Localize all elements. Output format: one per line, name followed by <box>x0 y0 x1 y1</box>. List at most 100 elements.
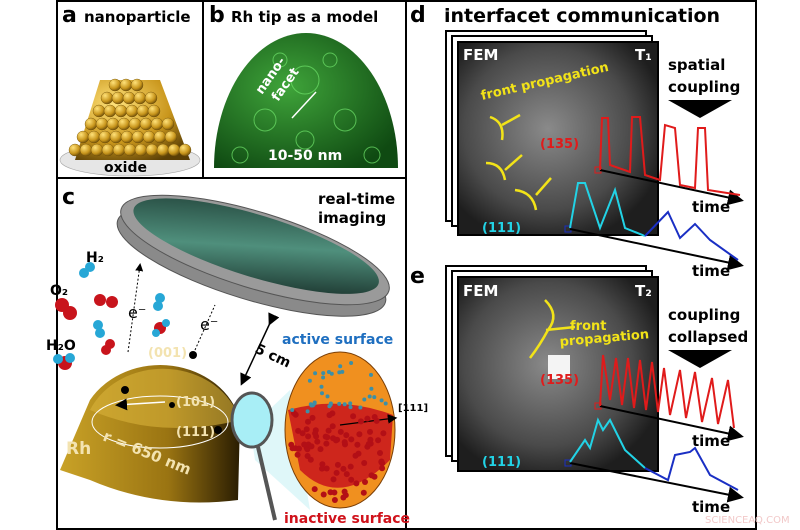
time-axis-135 <box>599 405 744 442</box>
panel-borders <box>56 0 757 530</box>
oxygen-adsorbate <box>323 465 330 472</box>
size-arrow <box>291 91 317 119</box>
time-t2-label: T₂ <box>635 282 652 300</box>
atom <box>84 117 98 131</box>
time-axis-111 <box>569 228 744 271</box>
trace-135 <box>599 354 735 429</box>
atom <box>144 91 158 105</box>
front-arrows <box>485 113 552 211</box>
hydrogen-adsorbate <box>362 397 367 402</box>
trace-111-front <box>569 417 646 469</box>
coupling-label-1: coupling <box>668 306 740 324</box>
hydrogen-adsorbate <box>321 371 326 376</box>
hydrogen-adsorbate <box>379 398 384 403</box>
oxygen-adsorbate <box>309 414 316 421</box>
atom <box>76 130 90 144</box>
hydrogen-adsorbate <box>340 369 345 374</box>
time-axis-label-2: time <box>692 498 730 516</box>
atom <box>133 91 147 105</box>
atom <box>136 104 150 118</box>
hydrogen-adsorbate <box>337 370 342 375</box>
time-axis-label-1: time <box>692 198 730 216</box>
h2-molecule <box>79 262 95 278</box>
hydrogen-adsorbate <box>337 401 342 406</box>
distance-arrow <box>240 312 280 386</box>
oxygen-adsorbate <box>303 426 310 433</box>
hydrogen-adsorbate <box>307 378 312 383</box>
facet-135-label: (135) <box>540 137 579 152</box>
oxygen-adsorbate <box>347 463 354 470</box>
oxygen-adsorbate <box>354 441 361 448</box>
oxide-label: oxide <box>104 160 147 176</box>
hydrogen-adsorbate <box>369 372 373 377</box>
atom <box>101 143 115 157</box>
oxygen-adsorbate <box>330 435 337 442</box>
oxygen-adsorbate <box>340 465 347 472</box>
oxygen-adsorbate <box>325 427 332 434</box>
oxygen-adsorbate <box>308 443 315 450</box>
oxygen-adsorbate <box>353 480 360 487</box>
atom <box>153 130 167 144</box>
hydrogen-adsorbate <box>321 375 326 380</box>
imaging-label-2: imaging <box>318 209 386 227</box>
atom <box>122 91 136 105</box>
atom <box>92 104 106 118</box>
electron-path-2 <box>194 304 216 351</box>
o2-label: O₂ <box>50 283 68 299</box>
atom <box>68 143 82 157</box>
facet-101-label: (101) <box>176 395 215 410</box>
fem-image-stack <box>445 30 659 236</box>
hydrogen-adsorbate <box>367 394 372 399</box>
trace-111-front <box>569 182 646 237</box>
panel-e-letter: e <box>410 264 425 289</box>
oxygen-adsorbate <box>362 479 368 485</box>
fem-label: FEM <box>463 46 498 64</box>
hydrogen-adsorbate <box>319 384 324 389</box>
molecules <box>53 262 170 370</box>
oxygen-adsorbate <box>367 428 373 435</box>
oxygen-adsorbate <box>331 497 338 503</box>
hydrogen-adsorbate <box>326 370 331 374</box>
oxygen-adsorbate <box>305 418 311 425</box>
coupling-label-2: coupling <box>668 78 740 96</box>
atom <box>112 143 126 157</box>
oxygen-adsorbate <box>301 441 308 448</box>
active-surface-label: active surface <box>282 332 393 348</box>
panel-b-letter: b <box>209 3 225 28</box>
oxygen-adsorbate <box>331 489 338 496</box>
atom <box>103 104 117 118</box>
h2-molecule <box>93 320 105 338</box>
oxygen-adsorbate <box>314 438 321 445</box>
nanofacet-pattern <box>231 52 381 164</box>
oxygen-adsorbate <box>288 441 295 448</box>
oxygen-adsorbate <box>375 437 382 444</box>
oxygen-adsorbate <box>348 436 355 443</box>
o2-molecule <box>55 298 77 320</box>
atom <box>134 143 148 157</box>
watermark: SCIENCEAQ.COM <box>705 515 790 526</box>
oxygen-adsorbate <box>323 440 330 447</box>
oxygen-adsorbate <box>295 427 302 434</box>
hydrogen-adsorbate <box>349 361 354 365</box>
fem-label: FEM <box>463 282 498 300</box>
atom <box>106 117 120 131</box>
oxygen-adsorbate <box>319 461 326 468</box>
rh-tip-hemisphere <box>214 33 398 168</box>
oxygen-adsorbate <box>379 465 386 472</box>
hydrogen-adsorbate <box>372 395 377 400</box>
h2-molecule <box>153 293 165 311</box>
time-axis-label-2: time <box>692 262 730 280</box>
oxygen-adsorbate <box>333 469 340 476</box>
oxygen-adsorbate <box>299 430 306 437</box>
oxygen-adsorbate <box>364 415 371 422</box>
hydrogen-adsorbate <box>312 401 317 406</box>
o2-molecule <box>101 339 115 355</box>
oxygen-adsorbate <box>356 431 363 438</box>
atom <box>161 117 175 131</box>
atom <box>128 117 142 131</box>
oxygen-adsorbate <box>312 430 319 437</box>
facet-111-label: (111) <box>482 221 521 236</box>
atom <box>79 143 93 157</box>
h2o-label: H₂O <box>46 338 76 354</box>
atom <box>147 104 161 118</box>
